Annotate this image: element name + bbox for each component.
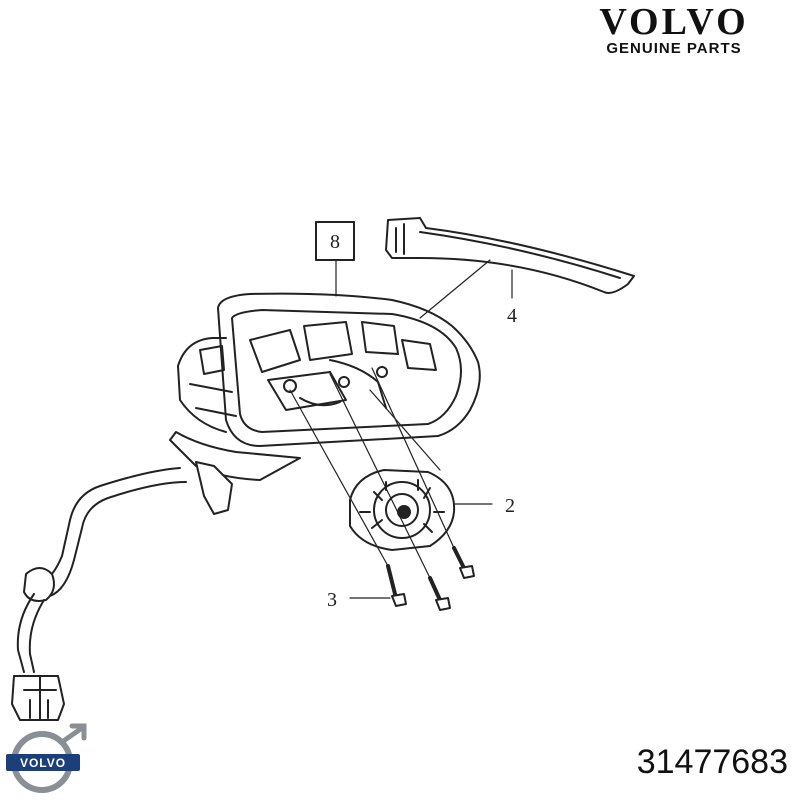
- screws: [386, 546, 475, 611]
- callout-8: 8: [330, 231, 340, 253]
- callout-4: 4: [507, 305, 517, 327]
- callout-8-box: [315, 221, 355, 261]
- turn-indicator-strip: [385, 217, 635, 294]
- brand-header: VOLVO GENUINE PARTS: [574, 2, 774, 57]
- callout-3: 3: [327, 589, 337, 611]
- brand-subtitle: GENUINE PARTS: [606, 40, 742, 57]
- wiring-harness: [11, 461, 233, 721]
- adjuster-motor: [349, 469, 456, 551]
- volvo-logo-text: VOLVO: [20, 756, 66, 770]
- leader-lines: [289, 259, 513, 599]
- part-number: 31477683: [636, 743, 788, 781]
- volvo-logo: VOLVO: [6, 723, 87, 793]
- callout-2: 2: [505, 495, 515, 517]
- brand-name: VOLVO: [599, 1, 749, 43]
